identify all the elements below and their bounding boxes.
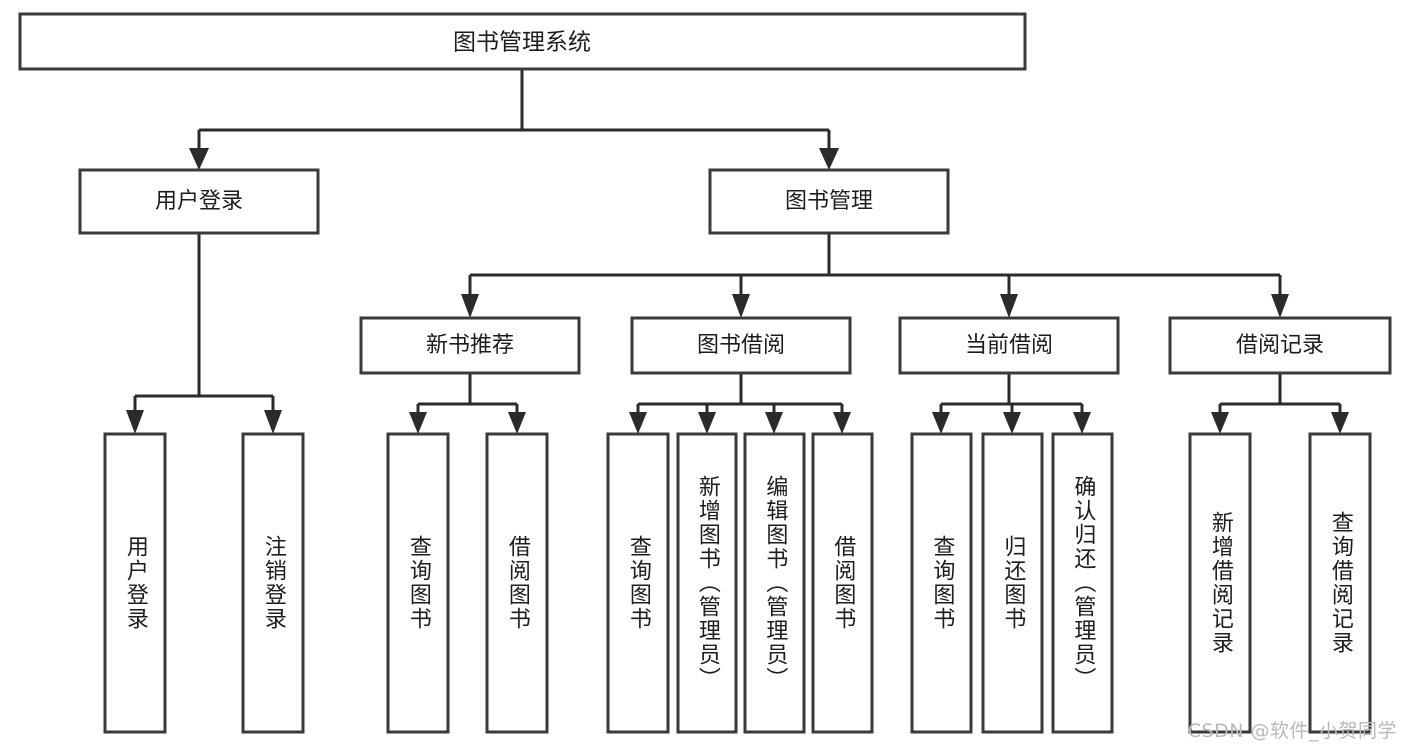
node-borrow-records-box[interactable] [1168, 316, 1392, 375]
node-current-borrow[interactable]: 当前借阅 [898, 316, 1120, 375]
leaf-box-borrow-book-a[interactable] [485, 432, 549, 734]
arrow-head-records-leaf-1 [1211, 412, 1229, 434]
leaf-box-edit-book-admin[interactable] [743, 432, 806, 734]
node-book-management-box[interactable] [708, 168, 950, 235]
connectors-layer [126, 69, 1349, 434]
arrow-head-current [1000, 294, 1018, 318]
node-borrow-records[interactable]: 借阅记录 [1168, 316, 1392, 375]
leaf-box-query-book-b[interactable] [606, 432, 670, 734]
leaf-box-add-record[interactable] [1188, 432, 1252, 734]
node-book-borrow[interactable]: 图书借阅 [630, 316, 852, 375]
leaf-box-query-record[interactable] [1308, 432, 1372, 734]
node-root-label: 图书管理系统 [453, 30, 591, 56]
leaf-box-query-book-c[interactable] [910, 432, 973, 734]
arrow-head-new-book [461, 294, 479, 318]
node-new-book-recommend-box[interactable] [359, 316, 581, 375]
leaf-boxes-layer [103, 432, 1372, 734]
leaf-box-return-book[interactable] [981, 432, 1044, 734]
node-new-book-recommend[interactable]: 新书推荐 [359, 316, 581, 375]
leaf-box-confirm-return[interactable] [1051, 432, 1114, 734]
node-current-borrow-label: 当前借阅 [965, 333, 1053, 358]
node-root-box[interactable] [18, 12, 1027, 71]
csdn-watermark: CSDN @软件_小贺同学 [1187, 720, 1397, 742]
leaf-box-borrow-book-b[interactable] [811, 432, 874, 734]
node-book-borrow-box[interactable] [630, 316, 852, 375]
leaf-box-add-book-admin[interactable] [676, 432, 738, 734]
arrow-head-current-leaf-2 [1003, 412, 1021, 434]
arrow-head-records [1271, 294, 1289, 318]
arrow-head-borrow-leaf-4 [833, 412, 851, 434]
node-current-borrow-box[interactable] [898, 316, 1120, 375]
arrow-head-current-leaf-3 [1073, 412, 1091, 434]
arrow-head-leaf-user-login [126, 410, 144, 434]
node-book-borrow-label: 图书借阅 [697, 333, 785, 358]
node-book-management-label: 图书管理 [785, 189, 873, 214]
leaf-box-query-book-a[interactable] [386, 432, 450, 734]
node-root[interactable]: 图书管理系统 [18, 12, 1027, 71]
node-user-login-box[interactable] [78, 168, 320, 235]
node-borrow-records-label: 借阅记录 [1236, 333, 1324, 358]
arrow-head-current-leaf-1 [932, 412, 950, 434]
arrow-head-book-manage [819, 148, 839, 170]
arrow-head-records-leaf-2 [1331, 412, 1349, 434]
node-book-management[interactable]: 图书管理 [708, 168, 950, 235]
arrow-head-newbook-leaf-2 [508, 412, 526, 434]
arrow-head-borrow-leaf-2 [698, 412, 716, 434]
leaf-box-logout[interactable] [241, 432, 305, 734]
node-user-login[interactable]: 用户登录 [78, 168, 320, 235]
arrow-head-borrow-leaf-3 [765, 412, 783, 434]
arrow-head-user-login [189, 148, 209, 170]
node-user-login-label: 用户登录 [155, 189, 243, 214]
leaf-box-user-login[interactable] [103, 432, 167, 734]
arrow-head-borrow-leaf-1 [629, 412, 647, 434]
arrow-head-borrow [732, 294, 750, 318]
node-new-book-recommend-label: 新书推荐 [426, 333, 514, 358]
arrow-head-newbook-leaf-1 [409, 412, 427, 434]
arrow-head-leaf-logout [264, 410, 282, 434]
